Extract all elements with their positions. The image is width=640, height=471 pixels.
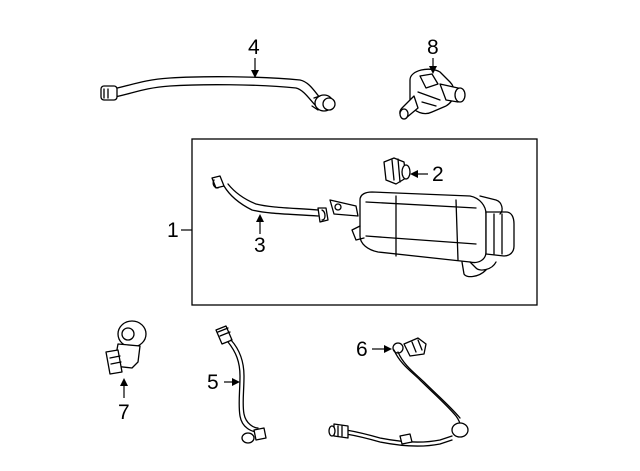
part-4-vapor-hose xyxy=(100,76,336,112)
callout-3: 3 xyxy=(254,214,266,257)
callout-4-label: 4 xyxy=(248,36,260,59)
charcoal-canister xyxy=(329,191,515,278)
callout-5-label: 5 xyxy=(207,371,219,394)
callout-1-label: 1 xyxy=(167,219,179,242)
part-7-knock-sensor xyxy=(105,320,147,375)
callout-6-label: 6 xyxy=(356,338,368,361)
callout-5: 5 xyxy=(207,371,240,394)
callout-7-label: 7 xyxy=(118,401,130,424)
part-5-sensor xyxy=(215,325,267,444)
part-8-purge-valve xyxy=(399,68,466,120)
callout-3-label: 3 xyxy=(254,234,266,257)
callout-6: 6 xyxy=(356,338,392,361)
part-2-valve-cap xyxy=(383,157,411,185)
part-6-oxygen-sensor xyxy=(328,337,469,447)
callout-8: 8 xyxy=(427,36,439,74)
callout-8-label: 8 xyxy=(427,36,439,59)
callout-4: 4 xyxy=(248,36,260,78)
callout-2: 2 xyxy=(410,163,444,186)
part-3-hose xyxy=(211,175,329,223)
callout-2-label: 2 xyxy=(432,163,444,186)
callout-1: 1 xyxy=(167,219,192,242)
callout-7: 7 xyxy=(118,378,130,424)
assembly-box xyxy=(191,138,538,306)
